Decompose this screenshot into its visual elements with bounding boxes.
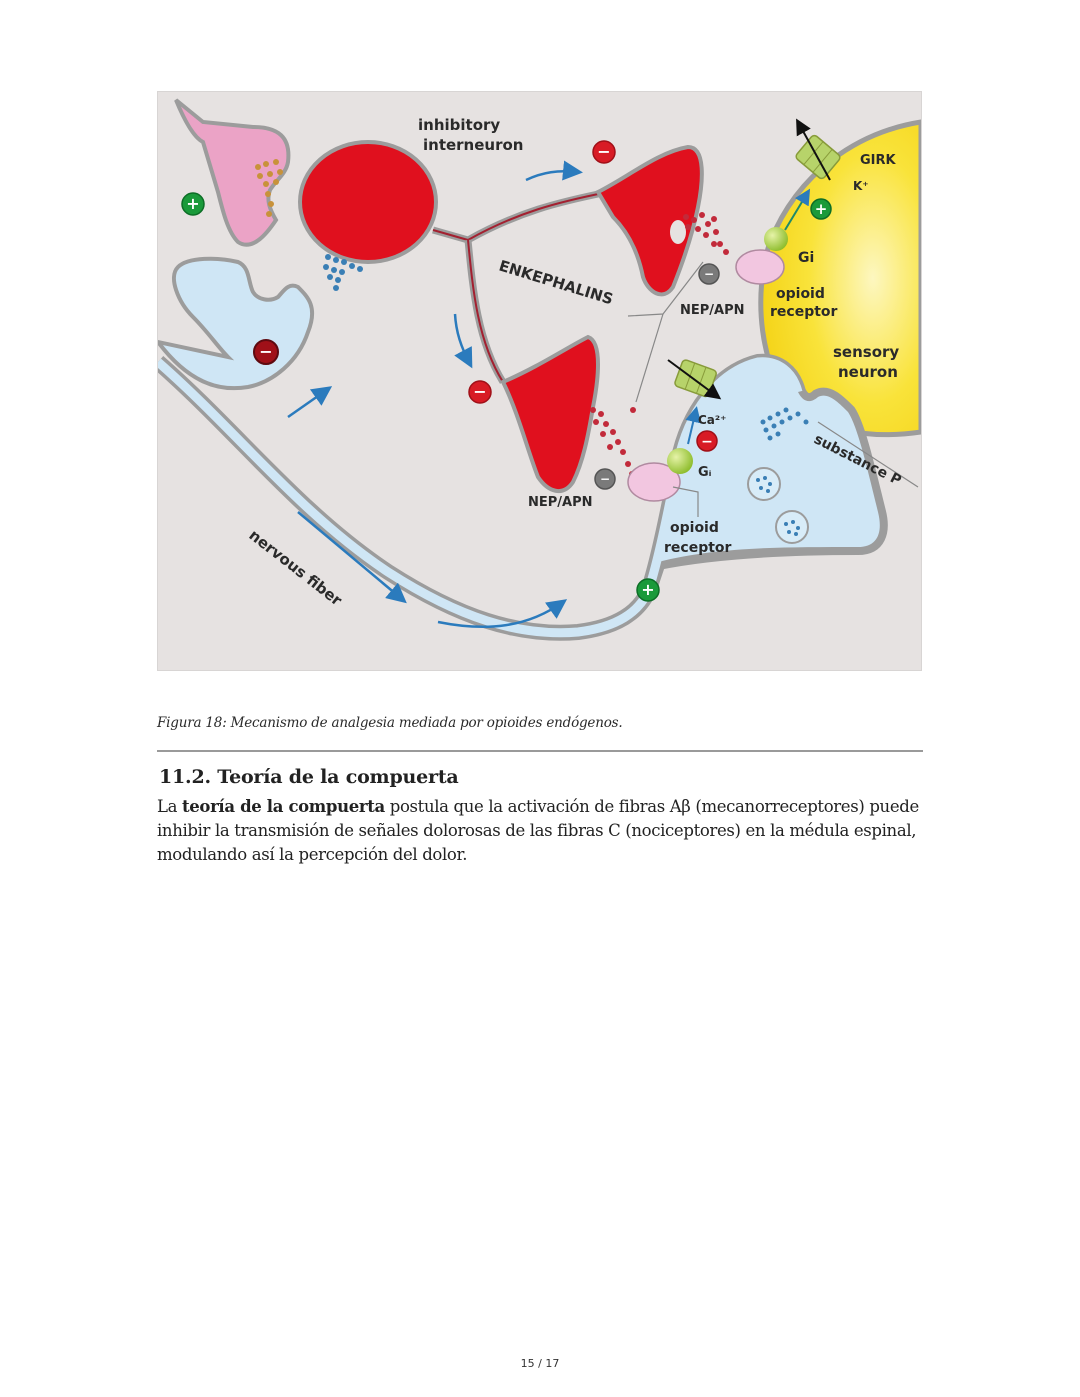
svg-text:Gᵢ: Gᵢ xyxy=(698,465,712,480)
opioid-receptor-top xyxy=(735,227,788,285)
svg-text:K⁺: K⁺ xyxy=(853,179,869,193)
enkephalin-terminal-bottom xyxy=(500,334,636,493)
section-divider xyxy=(157,750,923,752)
minus-sign-middle: − xyxy=(468,380,492,404)
svg-text:opioid: opioid xyxy=(776,286,825,302)
svg-text:opioid: opioid xyxy=(670,520,719,536)
nep-apn-bottom: − xyxy=(594,468,616,490)
svg-text:−: − xyxy=(600,472,610,486)
nervous-fiber xyxy=(158,353,888,641)
paragraph-intro: La xyxy=(157,797,182,816)
paragraph-rest: postula que la activación de fibras Aβ (… xyxy=(157,797,919,864)
svg-text:NEP/APN: NEP/APN xyxy=(680,303,745,318)
plus-sign-sensory: + xyxy=(810,198,832,220)
svg-text:−: − xyxy=(704,267,714,281)
paragraph-bold-term: teoría de la compuerta xyxy=(182,797,385,816)
svg-text:−: − xyxy=(701,434,713,450)
plus-sign-bottom: + xyxy=(636,578,660,602)
svg-text:GIRK: GIRK xyxy=(860,153,897,168)
svg-text:+: + xyxy=(815,200,828,218)
calcium-channel xyxy=(667,359,722,445)
minus-sign-calcium: − xyxy=(696,430,718,452)
svg-text:inhibitory: inhibitory xyxy=(418,116,500,134)
minus-sign-top: − xyxy=(592,140,616,164)
svg-text:Gi: Gi xyxy=(798,250,814,266)
nep-apn-top: − xyxy=(698,263,720,285)
diagram-svg: + inhibitory interneuron xyxy=(158,98,921,641)
svg-text:neuron: neuron xyxy=(838,363,898,381)
svg-text:−: − xyxy=(597,142,610,161)
blue-terminal-left xyxy=(158,254,363,391)
svg-text:NEP/APN: NEP/APN xyxy=(528,495,593,510)
svg-text:ENKEPHALINS: ENKEPHALINS xyxy=(497,257,615,309)
substance-p-vesicles xyxy=(747,407,809,544)
figure-caption: Figura 18: Mecanismo de analgesia mediad… xyxy=(157,715,623,731)
svg-text:Ca²⁺: Ca²⁺ xyxy=(698,413,727,427)
figure-opioid-analgesia: + inhibitory interneuron xyxy=(157,91,922,671)
pink-terminal xyxy=(174,98,291,247)
girk-channel xyxy=(784,118,841,231)
svg-text:receptor: receptor xyxy=(664,540,732,556)
inhibitory-interneuron xyxy=(298,140,609,384)
section-paragraph: La teoría de la compuerta postula que la… xyxy=(157,795,927,867)
svg-text:+: + xyxy=(641,580,654,599)
svg-text:interneuron: interneuron xyxy=(423,136,523,154)
page-number: 15 / 17 xyxy=(520,1357,560,1370)
opioid-receptor-bottom xyxy=(627,448,699,517)
svg-text:sensory: sensory xyxy=(833,343,899,361)
enkephalin-terminal-top xyxy=(595,144,729,297)
minus-sign-left: − xyxy=(253,339,279,365)
svg-text:receptor: receptor xyxy=(770,304,838,320)
section-heading: 11.2. Teoría de la compuerta xyxy=(159,766,459,788)
plus-sign-pink: + xyxy=(181,192,205,216)
svg-text:−: − xyxy=(473,382,486,401)
svg-text:+: + xyxy=(186,194,199,213)
svg-text:−: − xyxy=(259,342,272,361)
